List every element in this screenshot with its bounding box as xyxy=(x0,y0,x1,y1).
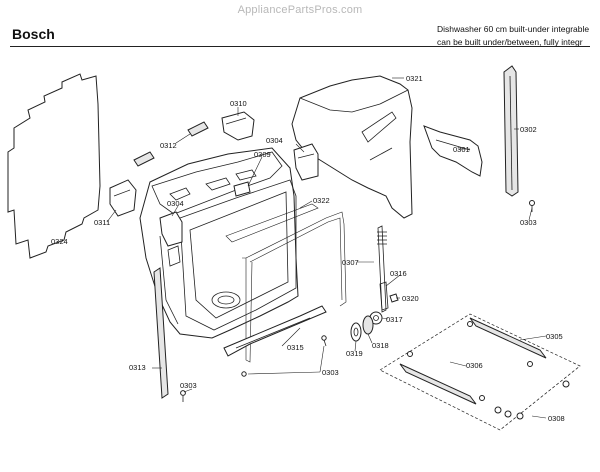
part-0308-feet[interactable] xyxy=(494,380,570,420)
label-0316: 0316 xyxy=(390,269,407,278)
watermark-text: AppliancePartsPros.com xyxy=(237,4,363,16)
part-0311-hinge[interactable] xyxy=(109,179,137,217)
leader-lines xyxy=(106,77,547,419)
label-0310: 0310 xyxy=(230,99,247,108)
label-0315: 0315 xyxy=(287,343,304,352)
base-frame-box xyxy=(379,313,581,431)
label-0324: 0324 xyxy=(51,237,68,246)
label-0318: 0318 xyxy=(372,341,389,350)
label-0302: 0302 xyxy=(520,125,537,134)
part-0313-side-strip[interactable] xyxy=(153,267,169,399)
description-line-1: Dishwasher 60 cm built-under integrable xyxy=(437,24,590,34)
part-0315-base-rail[interactable] xyxy=(223,305,327,357)
label-0304-left: 0304 xyxy=(167,199,184,208)
part-0307-spring[interactable] xyxy=(377,225,387,313)
label-0309: 0309 xyxy=(254,150,271,159)
label-0308: 0308 xyxy=(548,414,565,423)
label-0317: 0317 xyxy=(386,315,403,324)
label-0301: 0301 xyxy=(453,145,470,154)
part-0320-clip[interactable] xyxy=(389,293,399,303)
part-0302-vertical-trim[interactable] xyxy=(503,65,519,197)
label-0305: 0305 xyxy=(546,332,563,341)
part-0324-side-panel[interactable] xyxy=(7,73,101,259)
part-0305-rail[interactable] xyxy=(467,317,547,367)
label-0303-bottom: 0303 xyxy=(180,381,197,390)
header-divider xyxy=(10,46,590,47)
part-0306-rail[interactable] xyxy=(399,351,485,405)
tub-assembly[interactable] xyxy=(139,147,299,339)
part-0309-latch[interactable] xyxy=(233,181,251,197)
part-0301-bracket[interactable] xyxy=(423,125,483,177)
part-0303-screw-mid[interactable] xyxy=(321,335,327,347)
label-0307: 0307 xyxy=(342,258,359,267)
label-0320: 0320 xyxy=(402,294,419,303)
brand-title: Bosch xyxy=(12,26,55,42)
label-0321: 0321 xyxy=(406,74,423,83)
label-0313: 0313 xyxy=(129,363,146,372)
part-0316-rod[interactable] xyxy=(379,281,389,311)
part-screw-small[interactable] xyxy=(241,371,247,377)
description-line-2: can be built under/between, fully integr xyxy=(437,37,583,47)
label-0312: 0312 xyxy=(160,141,177,150)
model-description: Dishwasher 60 cm built-under integrable … xyxy=(437,23,600,49)
part-0304-hinge-top[interactable] xyxy=(293,143,319,181)
part-0310-hinge[interactable] xyxy=(221,111,255,141)
part-0321-insulation-top[interactable] xyxy=(291,75,413,219)
label-0303-right: 0303 xyxy=(520,218,537,227)
label-0311: 0311 xyxy=(94,218,110,227)
part-0304-hinge-left[interactable] xyxy=(159,211,183,247)
label-0304-top: 0304 xyxy=(266,136,283,145)
label-0303-mid: 0303 xyxy=(322,368,339,377)
label-0306: 0306 xyxy=(466,361,483,370)
label-0319: 0319 xyxy=(346,349,363,358)
part-0303-screw-bottom[interactable] xyxy=(180,390,186,402)
part-0303-screw-right[interactable] xyxy=(529,200,535,213)
part-0322-door-seal[interactable] xyxy=(225,203,347,363)
part-0318-wheel[interactable] xyxy=(362,315,374,335)
part-0319-pulley[interactable] xyxy=(350,322,362,342)
part-0312-pin[interactable] xyxy=(133,121,209,167)
label-0322: 0322 xyxy=(313,196,330,205)
